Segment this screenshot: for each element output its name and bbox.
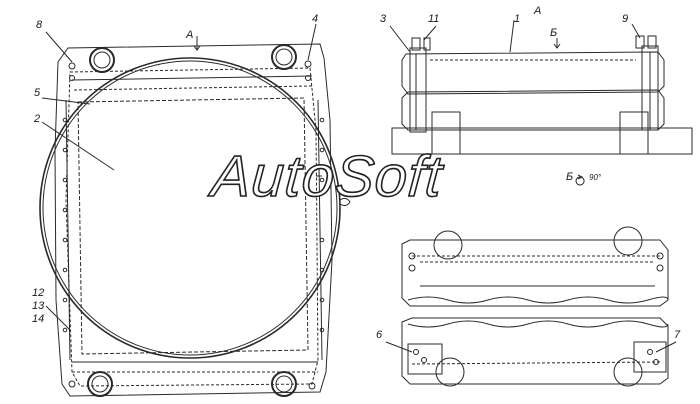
label-1: 1 (514, 13, 521, 25)
label-6: 6 (376, 329, 383, 341)
view-label-b-top: Б (550, 27, 558, 39)
label-4: 4 (312, 13, 319, 25)
leader-lines (41, 23, 317, 331)
core-outline (77, 97, 309, 355)
fan-shroud-circle (39, 57, 341, 359)
rotate-note: 90° (589, 173, 602, 182)
label-12: 12 (32, 287, 45, 299)
view-label-a-right: А (534, 5, 542, 17)
label-8: 8 (36, 19, 43, 31)
view-b-lower (385, 317, 677, 387)
side-view (389, 19, 693, 186)
label-7: 7 (674, 329, 681, 341)
frame-inner (65, 67, 319, 387)
label-14: 14 (32, 313, 45, 325)
view-b-upper (401, 226, 669, 307)
view-label-a-left: А (186, 29, 194, 41)
label-13: 13 (32, 300, 45, 312)
view-label-b-title: Б (566, 171, 574, 183)
mount-bosses (87, 44, 297, 397)
label-11: 11 (428, 13, 440, 25)
watermark-logo: AutoSoft (209, 143, 446, 210)
label-2: 2 (34, 113, 41, 125)
frame-outline (54, 43, 333, 397)
label-5: 5 (34, 87, 41, 99)
label-9: 9 (622, 13, 629, 25)
front-view (39, 23, 351, 397)
bolt-holes (62, 60, 325, 390)
label-3: 3 (380, 13, 387, 25)
